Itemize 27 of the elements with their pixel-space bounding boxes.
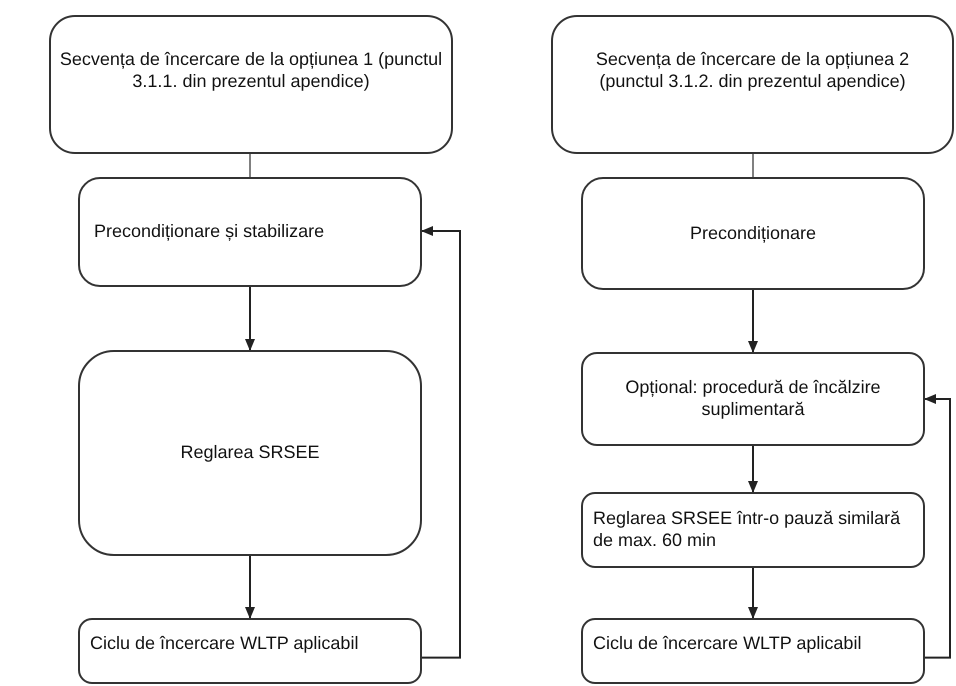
box-text: Precondiționare și stabilizare: [94, 221, 324, 243]
process-box: [581, 177, 925, 290]
process-box: [78, 618, 422, 684]
box-text: Secvența de încercare de la opțiunea 2 (punctul 3.1.2. din prezentul apendice): [594, 48, 910, 92]
box-text: Ciclu de încercare WLTP aplicabil: [593, 633, 862, 655]
process-box: [49, 15, 453, 154]
process-box: [581, 618, 925, 684]
box-text: Ciclu de încercare WLTP aplicabil: [90, 633, 358, 655]
arrow: [245, 556, 255, 619]
box-text: Reglarea SRSEE într-o pauză similară de max. 60 min: [593, 508, 902, 552]
arrow: [748, 290, 758, 353]
arrow: [748, 568, 758, 619]
process-box: [581, 492, 925, 568]
process-box: [551, 15, 954, 154]
box-text: Opțional: procedură de încălzire suplimentară: [624, 377, 882, 421]
arrow: [748, 446, 758, 493]
arrow: [245, 287, 255, 351]
box-text: Secvența de încercare de la opțiunea 1 (punctul 3.1.1. din prezentul apendice): [59, 48, 443, 92]
box-text: Reglarea SRSEE: [180, 442, 320, 464]
process-box: [78, 350, 422, 556]
process-box: [78, 177, 422, 287]
arrow: [924, 394, 951, 659]
connector-line: [249, 154, 251, 177]
box-text: Precondiționare: [690, 222, 816, 244]
connector-line: [752, 154, 754, 177]
process-box: [581, 352, 925, 446]
arrow: [421, 226, 461, 659]
